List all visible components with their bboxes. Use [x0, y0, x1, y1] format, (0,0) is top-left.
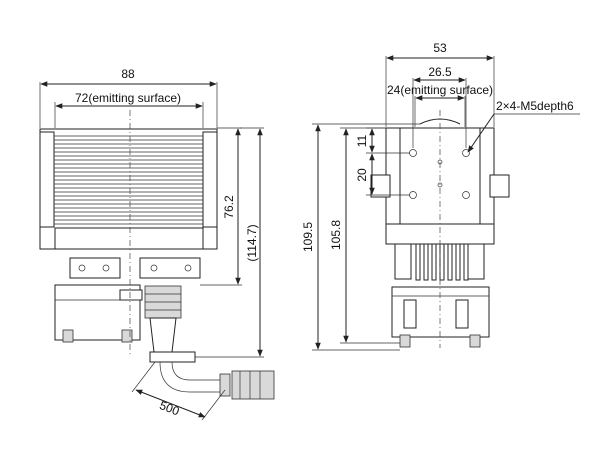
- right-fins: [385, 223, 495, 281]
- thread-callout: 2×4-M5depth6: [467, 99, 580, 153]
- dim-76-2-label: 76.2: [222, 195, 236, 219]
- dim-72-label: 72(emitting surface): [75, 91, 181, 105]
- dim-cable-length: 500: [131, 361, 226, 421]
- fin-plate: [431, 243, 437, 281]
- dim-left-total-height: (114.7): [195, 127, 264, 358]
- dim-105-8-label: 105.8: [329, 220, 343, 250]
- dim-109-5-label: 109.5: [301, 222, 315, 252]
- left-bracket: [54, 257, 201, 343]
- left-view: 88 72(emitting surface) 76.2 (114.7): [39, 67, 275, 421]
- dim-left-head-height: 76.2: [200, 127, 242, 286]
- fin-plate: [423, 243, 429, 281]
- fin-plate: [455, 243, 461, 281]
- dim-24-label: 24(emitting surface): [387, 83, 493, 97]
- dim-left-emitting-width: 72(emitting surface): [54, 91, 204, 128]
- right-top-plate: [370, 118, 510, 225]
- dim-right-hole-spacing: 20: [355, 153, 410, 196]
- dim-11-label: 11: [355, 134, 369, 147]
- right-bracket: [391, 286, 490, 348]
- dim-left-overall-width: 88: [39, 67, 218, 128]
- fin-plate: [447, 243, 453, 281]
- left-connector-cable: [144, 285, 275, 400]
- thread-spec-label: 2×4-M5depth6: [496, 99, 574, 113]
- dim-right-overall-width: 53: [385, 41, 495, 127]
- dim-right-body-height: 105.8: [329, 127, 400, 344]
- dim-114-7-label: (114.7): [245, 224, 259, 261]
- dim-right-total-height: 109.5: [301, 123, 420, 351]
- fin-plate: [415, 243, 421, 281]
- dim-26-5-label: 26.5: [428, 65, 452, 79]
- dim-right-hole-pitch: 26.5: [412, 65, 467, 148]
- fin-plate: [463, 243, 469, 281]
- fin-plate: [439, 243, 445, 281]
- dim-88-label: 88: [121, 67, 135, 81]
- dim-53-label: 53: [433, 41, 447, 55]
- dim-20-label: 20: [355, 168, 369, 182]
- dim-right-emitting-width: 24(emitting surface): [387, 83, 493, 127]
- dim-500-label: 500: [158, 398, 182, 418]
- right-view: 53 26.5 24(emitting surface) 2×4-M5depth…: [301, 41, 580, 351]
- left-heatsink-body: [39, 128, 218, 250]
